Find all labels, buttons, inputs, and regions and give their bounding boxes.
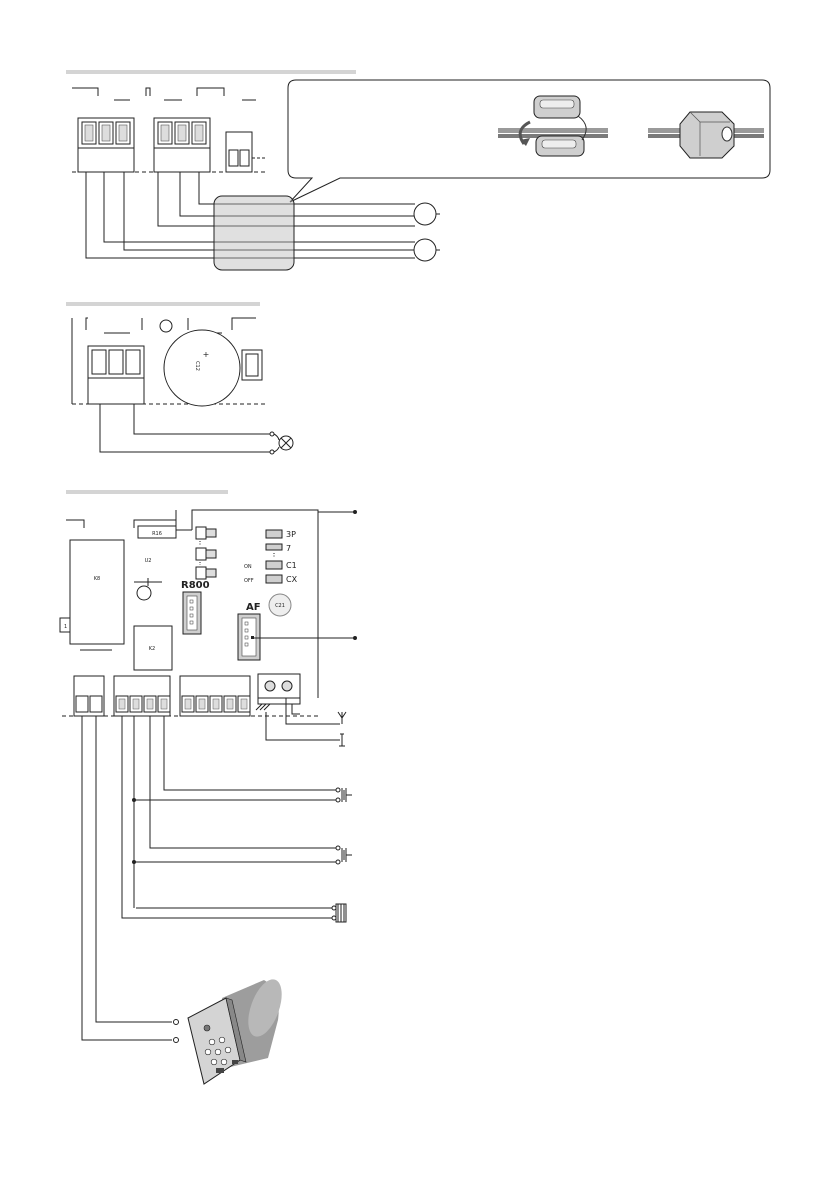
section-divider: [66, 302, 260, 306]
dip-label-3p: 3P: [286, 530, 296, 539]
button-wires: [122, 716, 336, 918]
lamp-icon: [270, 432, 293, 454]
connector-af: AF: [238, 602, 261, 660]
connector-r800: R800: [181, 580, 210, 634]
dip-state-off: OFF: [244, 578, 254, 584]
svg-text:1: 1: [64, 624, 67, 630]
section-divider: [66, 490, 228, 494]
section-control-board: R16 K8 1 U2 K2 R800: [60, 490, 357, 1084]
antenna-terminal: [256, 674, 300, 714]
terminal-block-2way: [74, 676, 104, 716]
push-button-stop-icon: [332, 904, 346, 922]
terminal-block-small: [226, 132, 266, 172]
connector-r800-label: R800: [181, 580, 210, 591]
dip-switch-group: 3P 7 ON C1 OFF CX: [244, 530, 298, 584]
dip-state-on: ON: [244, 564, 252, 570]
capacitor-label: C12: [194, 361, 200, 371]
relay-k8: [70, 540, 124, 644]
dip-label-c1: C1: [286, 561, 297, 570]
push-button-open-icon: [336, 788, 352, 802]
section-divider: [66, 70, 356, 74]
svg-text:+: +: [203, 350, 210, 359]
terminal-block-middle: [154, 118, 210, 172]
motor-2-icon: [414, 239, 436, 261]
capacitor-large: + C12: [164, 330, 240, 406]
relay-k2-label: K2: [149, 646, 155, 652]
keypad-selector-icon: [188, 975, 288, 1084]
section-motor-wiring: [66, 70, 770, 270]
capacitor-c21-label: C21: [275, 603, 285, 609]
push-button-close-icon: [336, 846, 352, 864]
dip-label-7: 7: [286, 544, 291, 553]
terminal-block-lamp: [88, 346, 144, 404]
connector-af-label: AF: [246, 602, 261, 613]
terminal-block-left: [78, 118, 134, 172]
relay-k8-label: K8: [94, 576, 100, 582]
terminal-brackets: [72, 88, 256, 100]
ferrite-core-zone: [214, 196, 294, 270]
motor-1-icon: [414, 203, 436, 225]
dip-label-cx: CX: [286, 575, 298, 584]
terminal-block-4way: [114, 676, 170, 716]
terminal-block-5way: [180, 676, 250, 716]
ferrite-callout: [288, 80, 770, 202]
mounting-hole: [160, 320, 172, 332]
section-lamp-wiring: + C12: [66, 302, 293, 454]
trimmer-icon: [137, 586, 151, 600]
antenna-icon: [338, 712, 346, 746]
lamp-wires: [100, 404, 270, 452]
resistor-label: R16: [152, 531, 162, 537]
ic-u2-label: U2: [145, 558, 152, 564]
jumper-column-left: [196, 527, 216, 579]
keypad-wires: [82, 716, 172, 1040]
